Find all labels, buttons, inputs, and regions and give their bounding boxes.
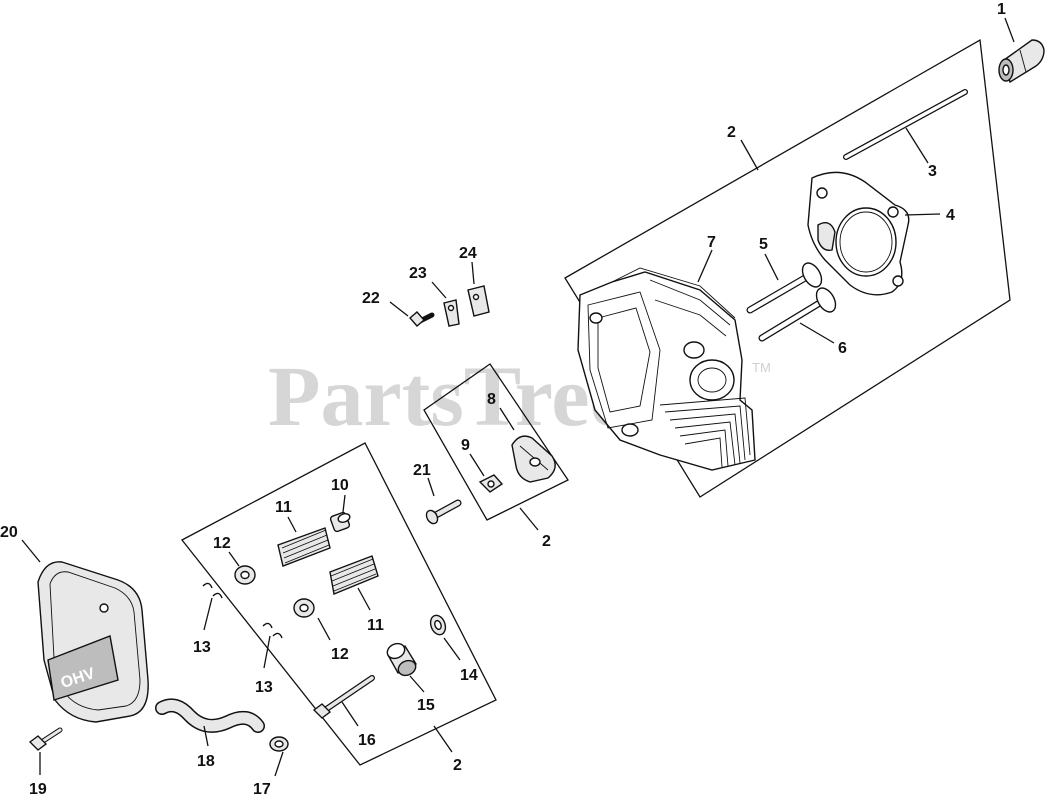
coupling-part[interactable] xyxy=(998,39,1045,84)
watermark-text: PartsTree xyxy=(268,348,628,444)
valve-cap-part[interactable] xyxy=(329,511,351,533)
callout-3: 3 xyxy=(928,163,937,180)
callout-14: 14 xyxy=(460,667,478,684)
valve-keeper-part-lower[interactable] xyxy=(262,622,283,639)
callouts: 1 2 3 4 5 6 7 8 9 10 11 12 11 12 13 13 1… xyxy=(0,1,1006,798)
rocker-bolt-part[interactable] xyxy=(312,675,375,719)
callout-13-lower: 13 xyxy=(255,679,273,696)
callout-19: 19 xyxy=(29,781,47,798)
rocker-arm-part[interactable] xyxy=(511,435,556,483)
callout-22: 22 xyxy=(362,290,380,307)
callout-20: 20 xyxy=(0,524,18,541)
callout-17: 17 xyxy=(253,781,271,798)
callout-6: 6 xyxy=(838,340,847,357)
rocker-stud-part[interactable] xyxy=(478,474,504,493)
callout-9: 9 xyxy=(461,437,470,454)
callout-2: 2 xyxy=(727,124,736,141)
breather-hose-part[interactable] xyxy=(155,698,265,733)
valve-part-5[interactable] xyxy=(746,260,825,314)
valve-cover-part[interactable]: OHV xyxy=(37,561,149,723)
bracket-part-24[interactable] xyxy=(467,285,490,317)
callout-8: 8 xyxy=(487,391,496,408)
callout-24: 24 xyxy=(459,245,477,262)
leader-lines xyxy=(21,17,1015,777)
washer-part[interactable] xyxy=(428,613,448,637)
spring-retainer-part-lower[interactable] xyxy=(293,598,315,618)
callout-11-lower: 11 xyxy=(367,617,384,634)
callout-12-lower: 12 xyxy=(331,646,349,663)
callout-11: 11 xyxy=(275,499,292,516)
hose-clamp-part[interactable] xyxy=(269,736,289,752)
head-gasket-part[interactable] xyxy=(807,171,910,296)
watermark: PartsTree TM xyxy=(268,348,771,444)
callout-5: 5 xyxy=(759,236,768,253)
callout-4: 4 xyxy=(946,207,955,224)
rocker-group-box xyxy=(423,363,569,521)
callout-12: 12 xyxy=(213,535,231,552)
cover-bolt-part[interactable] xyxy=(28,727,63,751)
valve-spring-part-lower[interactable] xyxy=(329,555,379,595)
valve-part-6[interactable] xyxy=(758,285,839,342)
push-rod-part[interactable] xyxy=(843,89,968,160)
valve-spring-part-upper[interactable] xyxy=(277,527,331,567)
callout-21: 21 xyxy=(413,462,431,479)
callout-15: 15 xyxy=(417,697,435,714)
callout-18: 18 xyxy=(197,753,215,770)
callout-2-middle: 2 xyxy=(542,533,551,550)
callout-23: 23 xyxy=(409,265,427,282)
callout-1: 1 xyxy=(997,1,1006,18)
callout-7: 7 xyxy=(707,234,716,251)
valve-parts-group-box xyxy=(181,442,497,766)
bracket-part[interactable] xyxy=(443,299,460,327)
callout-13: 13 xyxy=(193,639,211,656)
valve-keeper-part-upper[interactable] xyxy=(202,582,223,599)
cylinder-head-part[interactable] xyxy=(577,267,756,471)
spring-retainer-part-upper[interactable] xyxy=(234,565,256,585)
valve-seal-part[interactable] xyxy=(385,641,418,678)
callout-16: 16 xyxy=(358,732,376,749)
screw-part[interactable] xyxy=(409,311,435,327)
watermark-trademark: TM xyxy=(752,360,771,375)
callout-2-lower: 2 xyxy=(453,757,462,774)
callout-10: 10 xyxy=(331,477,349,494)
head-bolt-part[interactable] xyxy=(424,499,462,526)
